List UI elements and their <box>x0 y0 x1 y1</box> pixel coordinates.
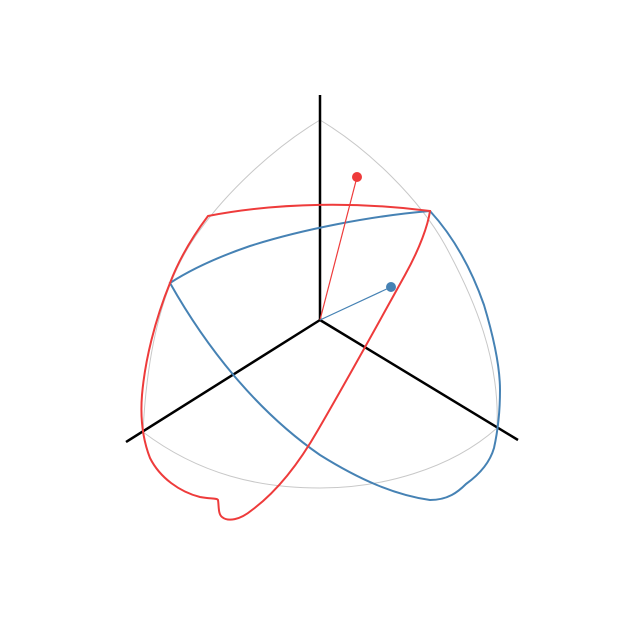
octant-outline <box>142 119 498 489</box>
coordinate-axes <box>125 95 519 444</box>
blue-great-circle <box>168 209 502 502</box>
axis-x <box>125 318 321 444</box>
octant-arc-bottom <box>142 427 498 489</box>
red-vector-endpoint <box>352 172 362 182</box>
blue-vector-line <box>319 286 392 321</box>
red-great-circle <box>140 203 432 521</box>
octant-arc-left <box>142 119 321 433</box>
red-vector-line <box>319 176 358 321</box>
blue-vector-endpoint <box>386 282 396 292</box>
axis-y <box>319 318 519 442</box>
vectors <box>319 172 396 321</box>
octant-arc-right <box>319 119 498 429</box>
